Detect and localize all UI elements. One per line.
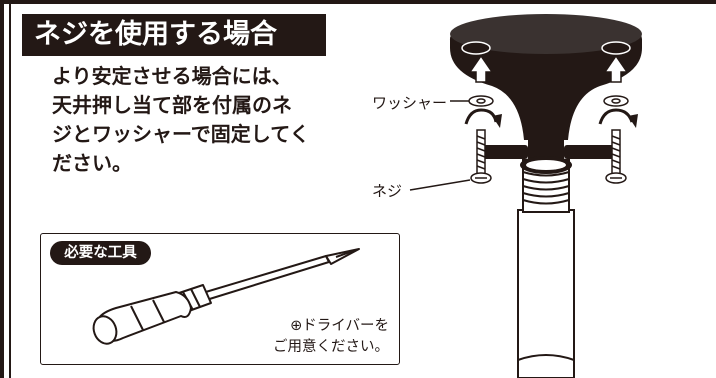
pole xyxy=(517,209,575,378)
screws xyxy=(470,129,627,184)
required-tools-box: 必要な工具 ⊕ドライバーを ご用意ください。 xyxy=(40,233,400,365)
tools-note-text: ⊕ドライバーを ご用意ください。 xyxy=(273,318,389,355)
screw-label: ネジ xyxy=(372,182,403,200)
required-tools-badge: 必要な工具 xyxy=(50,241,151,265)
screwdriver-illustration xyxy=(92,248,360,345)
ceiling-cap xyxy=(449,14,643,140)
washer-label: ワッシャー xyxy=(372,94,448,112)
frame-left-inner-border xyxy=(9,0,11,378)
section-title: ネジを使用する場合 xyxy=(22,14,326,56)
frame-top-border xyxy=(0,0,716,4)
frame-left-border xyxy=(0,0,4,378)
instruction-text: より安定させる場合には、 天井押し当て部を付属のネ ジとワッシャーで固定してく … xyxy=(52,64,310,175)
